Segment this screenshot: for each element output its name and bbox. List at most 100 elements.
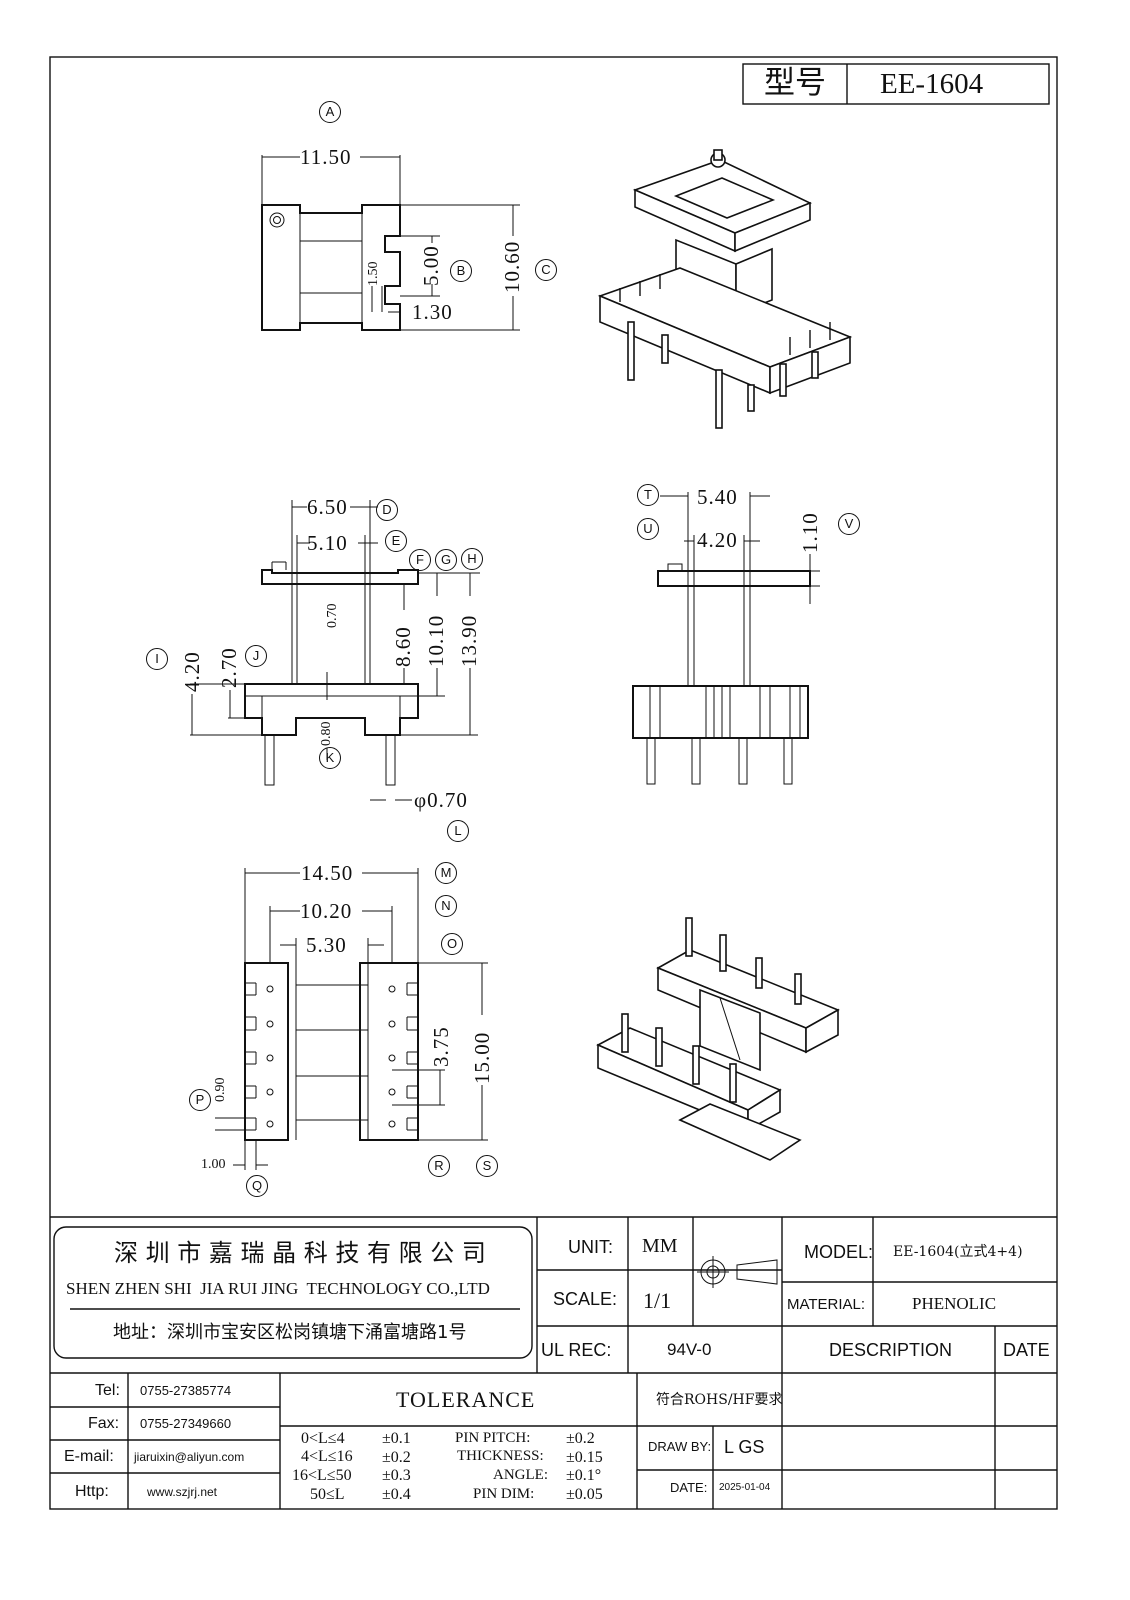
ref-r: R [428,1155,450,1177]
ref-k: K [319,747,341,769]
ref-s: S [476,1155,498,1177]
dim-bottom-pitch: 3.75 [429,1026,453,1067]
ref-f: F [409,549,431,571]
ref-o: O [441,933,463,955]
dim-bottom-window: 5.30 [306,933,347,957]
top-view-outline [261,155,520,331]
tol-range-2: 16<L≤50 [292,1467,352,1484]
company-address: 地址：深圳市宝安区松岗镇塘下涌富塘路1号 [113,1322,467,1343]
date-field-value: 2025-01-04 [719,1482,771,1493]
dim-front-h2: 10.10 [424,614,448,667]
side-view-outline [632,492,820,785]
dim-front-h3: 13.90 [457,614,481,667]
tol-name-3: PIN DIM: [473,1486,535,1502]
date-field-label: DATE: [670,1480,708,1495]
front-view-outline [190,500,480,801]
dim-bottom-pin-w: 0.90 [213,1077,228,1103]
title-block-grid [50,1216,1057,1509]
dim-side-flange-t: 1.10 [798,512,822,553]
ref-l: L [447,820,469,842]
model-value: EE-1604(立式4+4) [893,1244,1023,1260]
scale-label: SCALE: [553,1289,618,1309]
ref-p: P [189,1089,211,1111]
ref-n: N [435,895,457,917]
unit-value: MM [642,1235,678,1257]
ul-value: 94V-0 [667,1340,712,1359]
iso-view-bottom [596,917,840,1161]
tol-value-1: ±0.2 [382,1449,411,1466]
tol-name-2: ANGLE: [493,1467,548,1483]
tol-range-0: 0<L≤4 [301,1430,345,1447]
bottom-view-outline [215,868,488,1170]
ref-q: Q [246,1175,268,1197]
dim-front-pin-dia: φ0.70 [414,788,468,812]
tol-range-3: 50≤L [310,1486,345,1503]
ref-b: B [450,260,472,282]
dim-front-base-h: 2.70 [217,647,241,688]
ref-j: J [245,645,267,667]
date-column-label: DATE [1003,1340,1050,1360]
dim-top-width: 11.50 [300,145,352,169]
ref-d: D [376,499,398,521]
dim-front-wall: 0.70 [325,603,340,629]
ref-u: U [637,518,659,540]
iso-view-top [597,149,853,429]
scale-value: 1/1 [643,1288,672,1313]
contact-fax-label: Fax: [88,1415,120,1432]
contact-email-value[interactable]: jiaruixin@aliyun.com [134,1450,245,1464]
ref-t: T [637,484,659,506]
ref-m: M [435,862,457,884]
draw-by-label: DRAW BY: [648,1439,712,1454]
ref-h: H [461,548,483,570]
contact-http-value[interactable]: www.szjrj.net [147,1485,218,1499]
tol-name-1: THICKNESS: [457,1448,544,1464]
dim-top-slot-gap: 1.50 [366,261,381,287]
dim-top-height: 10.60 [500,240,524,293]
dim-bottom-length: 15.00 [470,1031,494,1084]
dim-side-outer: 5.40 [697,485,738,509]
tol-name-value-1: ±0.15 [566,1449,603,1466]
tol-name-value-2: ±0.1° [566,1467,602,1484]
ref-g: G [435,549,457,571]
material-label: MATERIAL: [787,1296,866,1313]
draw-by-value: L GS [724,1437,765,1457]
company-name-cn: 深 圳 市 嘉 瑞 晶 科 技 有 限 公 司 [114,1239,486,1267]
dim-side-inner: 4.20 [697,528,738,552]
company-name-en: SHEN ZHEN SHI JIA RUI JING TECHNOLOGY CO… [66,1279,490,1298]
model-header-label: 型号 [764,65,826,101]
tol-value-0: ±0.1 [382,1430,411,1447]
contact-tel-value: 0755-27385774 [140,1383,232,1398]
contact-email-label: E-mail: [64,1448,114,1465]
contact-http-label: Http: [75,1483,109,1500]
tol-name-0: PIN PITCH: [455,1430,531,1446]
ref-a: A [319,101,341,123]
rohs-note: 符合ROHS/HF要求 [656,1392,783,1408]
dim-bottom-pin-span: 10.20 [300,899,353,923]
ref-i: I [146,648,168,670]
tol-value-3: ±0.4 [382,1486,411,1503]
tolerance-title: TOLERANCE [396,1387,536,1412]
tol-name-value-0: ±0.2 [566,1430,595,1447]
ref-e: E [385,530,407,552]
description-label: DESCRIPTION [829,1340,953,1360]
projection-symbol-icon [697,1256,778,1288]
sheet-frame [49,56,1058,1510]
dim-bottom-pin-off: 1.00 [201,1157,226,1172]
dim-top-slot-depth: 1.30 [412,300,453,324]
tol-name-value-3: ±0.05 [566,1486,603,1503]
dim-front-base-wall: 0.80 [319,721,334,747]
ul-label: UL REC: [541,1340,612,1360]
dim-top-slot-height: 5.00 [419,245,443,286]
dim-bottom-overall: 14.50 [301,861,354,885]
tol-range-1: 4<L≤16 [301,1448,353,1465]
unit-label: UNIT: [568,1237,613,1257]
model-box [742,63,1050,105]
dim-front-flange-inner: 5.10 [307,531,348,555]
model-label: MODEL: [804,1242,874,1262]
tol-value-2: ±0.3 [382,1467,411,1484]
dim-front-flange-outer: 6.50 [307,495,348,519]
contact-fax-value: 0755-27349660 [140,1416,232,1431]
dim-front-h1: 8.60 [391,626,415,667]
